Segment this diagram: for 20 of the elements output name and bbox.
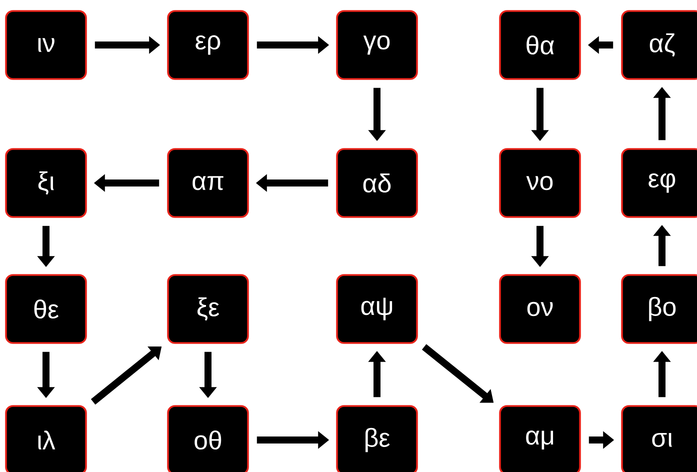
process-box: βε bbox=[336, 405, 418, 472]
process-box: αψ bbox=[336, 274, 418, 344]
process-box: νο bbox=[499, 148, 581, 218]
process-box: ξι bbox=[5, 148, 87, 218]
process-box: αδ bbox=[336, 148, 418, 218]
process-box: θε bbox=[5, 274, 87, 344]
process-box: αμ bbox=[499, 405, 581, 472]
process-box: απ bbox=[167, 148, 249, 218]
process-box: ον bbox=[499, 274, 581, 344]
process-box: ξε bbox=[167, 274, 249, 344]
process-box: σι bbox=[621, 405, 697, 472]
process-box: ιλ bbox=[5, 405, 87, 472]
process-box: βο bbox=[621, 274, 697, 344]
process-box: αζ bbox=[621, 10, 697, 80]
process-box: θα bbox=[499, 10, 581, 80]
process-box: εφ bbox=[621, 148, 697, 218]
process-box: ερ bbox=[167, 10, 249, 80]
process-box: ιν bbox=[5, 10, 87, 80]
process-box: γο bbox=[336, 10, 418, 80]
process-box: οθ bbox=[167, 405, 249, 472]
